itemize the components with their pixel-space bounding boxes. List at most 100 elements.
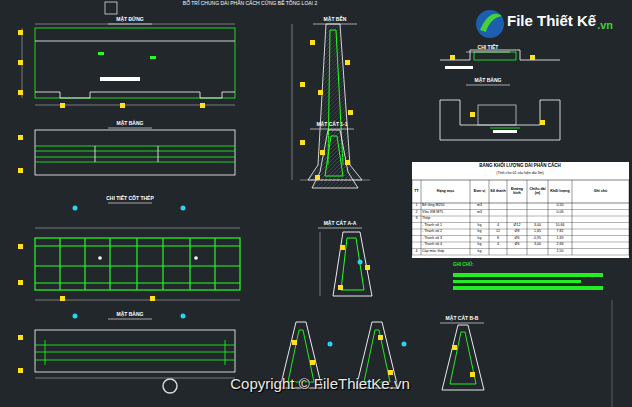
heading-underline: [440, 323, 484, 324]
table-cell: 4: [489, 223, 507, 230]
dimension-mark: [18, 30, 23, 35]
table-cell: Đơn vị: [470, 180, 489, 203]
view-label: (Tính cho 01 cấu kiện dài 3m): [496, 172, 544, 176]
table-cell: Ø6: [507, 242, 527, 249]
heading-underline: [310, 129, 354, 130]
table-cell: - Thanh số 1: [421, 223, 470, 230]
table-line: [412, 255, 629, 256]
table-cell: Ghi chú: [572, 180, 629, 203]
dimension-mark: [18, 90, 23, 95]
table-line: [507, 180, 508, 255]
dimension-mark: [18, 60, 23, 65]
table-cell: Hạng mục: [421, 180, 470, 203]
table-line: [412, 248, 629, 249]
dimension-mark: [345, 60, 350, 65]
section-marker: [328, 342, 333, 347]
dimension-mark: [150, 296, 155, 301]
dimension-mark: [340, 245, 345, 250]
table-cell: 3,00: [527, 242, 548, 249]
table-cell: kg: [470, 249, 489, 256]
table-cell: 10,66: [548, 223, 572, 230]
table-cell: Ø8: [507, 229, 527, 236]
dimension-mark: [292, 340, 297, 345]
heading-underline: [313, 24, 357, 25]
heading-underline: [108, 128, 152, 129]
view-label: GHI CHÚ:: [453, 263, 474, 268]
heading-underline: [466, 85, 510, 86]
view-label: MẶT BÊN: [324, 17, 347, 23]
heading-underline: [108, 203, 152, 204]
dimension-mark: [200, 103, 205, 108]
table-line: [412, 180, 629, 181]
table-cell: Chiều dài (m): [527, 180, 548, 203]
dimension-mark: [345, 160, 350, 165]
table-cell: 0,06: [548, 210, 572, 217]
table-line: [421, 180, 422, 255]
watermark-text: File Thiết Kế: [507, 13, 596, 30]
table-cell: Đường kính: [507, 180, 527, 203]
dimension-mark: [300, 82, 305, 87]
dimension-mark: [60, 296, 65, 301]
view-label: MẶT ĐỨNG: [116, 17, 143, 23]
table-cell: - Thanh số 4: [421, 242, 470, 249]
view-label: MẶT CẮT B-B: [446, 316, 479, 322]
table-line: [412, 235, 629, 236]
view-label: MẶT BẰNG: [117, 121, 144, 127]
dimension-mark: [310, 360, 315, 365]
table-cell: 8: [489, 236, 507, 243]
heading-underline: [466, 52, 510, 53]
table-line: [412, 203, 629, 204]
section-marker: [73, 206, 78, 211]
table-cell: Ø12: [507, 223, 527, 230]
table-cell: Cáp móc thép: [421, 249, 470, 256]
table-line: [412, 229, 629, 230]
dimension-mark: [452, 345, 457, 350]
dimension-mark: [540, 120, 545, 125]
table-cell: - Thanh số 2: [421, 229, 470, 236]
section-marker: [402, 342, 407, 347]
heading-underline: [108, 319, 152, 320]
table-line: [548, 180, 549, 255]
table-cell: 12: [489, 229, 507, 236]
dimension-mark: [315, 175, 320, 180]
dimension-mark: [18, 280, 23, 285]
table-cell: kg: [470, 223, 489, 230]
dimension-mark: [120, 103, 125, 108]
dimension-mark: [60, 103, 65, 108]
table-cell: 2,66: [548, 242, 572, 249]
table-cell: Vữa XM M75: [421, 210, 470, 217]
dimension-mark: [470, 112, 475, 117]
table-line: [412, 242, 629, 243]
table-line: [489, 180, 490, 255]
view-label: BẢNG KHỐI LƯỢNG DẢI PHÂN CÁCH: [479, 164, 560, 169]
view-label: MẶT CẮT 1-1: [316, 122, 347, 128]
dimension-mark: [18, 368, 23, 373]
table-cell: 3: [412, 216, 421, 223]
table-cell: 2: [412, 210, 421, 217]
table-cell: 2,50: [548, 249, 572, 256]
table-cell: Thép: [421, 216, 470, 223]
view-label: MẶT BẰNG: [475, 78, 502, 84]
dimension-mark: [318, 90, 323, 95]
dimension-mark: [365, 265, 370, 270]
table-cell: m3: [470, 203, 489, 210]
dimension-mark: [310, 40, 315, 45]
table-cell: Khối lượng: [548, 180, 572, 203]
table-cell: 0,95: [527, 236, 548, 243]
dimension-mark: [338, 285, 343, 290]
table-cell: 7,82: [548, 229, 572, 236]
dimension-mark: [18, 168, 23, 173]
section-marker: [181, 314, 186, 319]
table-line: [412, 209, 629, 210]
table-cell: m3: [470, 210, 489, 217]
dimension-mark: [18, 335, 23, 340]
section-marker: [358, 260, 363, 265]
section-marker: [181, 206, 186, 211]
dimension-mark: [300, 140, 305, 145]
section-marker: [73, 314, 78, 319]
table-cell: TT: [412, 180, 421, 203]
dimension-mark: [388, 370, 393, 375]
dimension-mark: [530, 55, 535, 60]
table-line: [412, 216, 629, 217]
